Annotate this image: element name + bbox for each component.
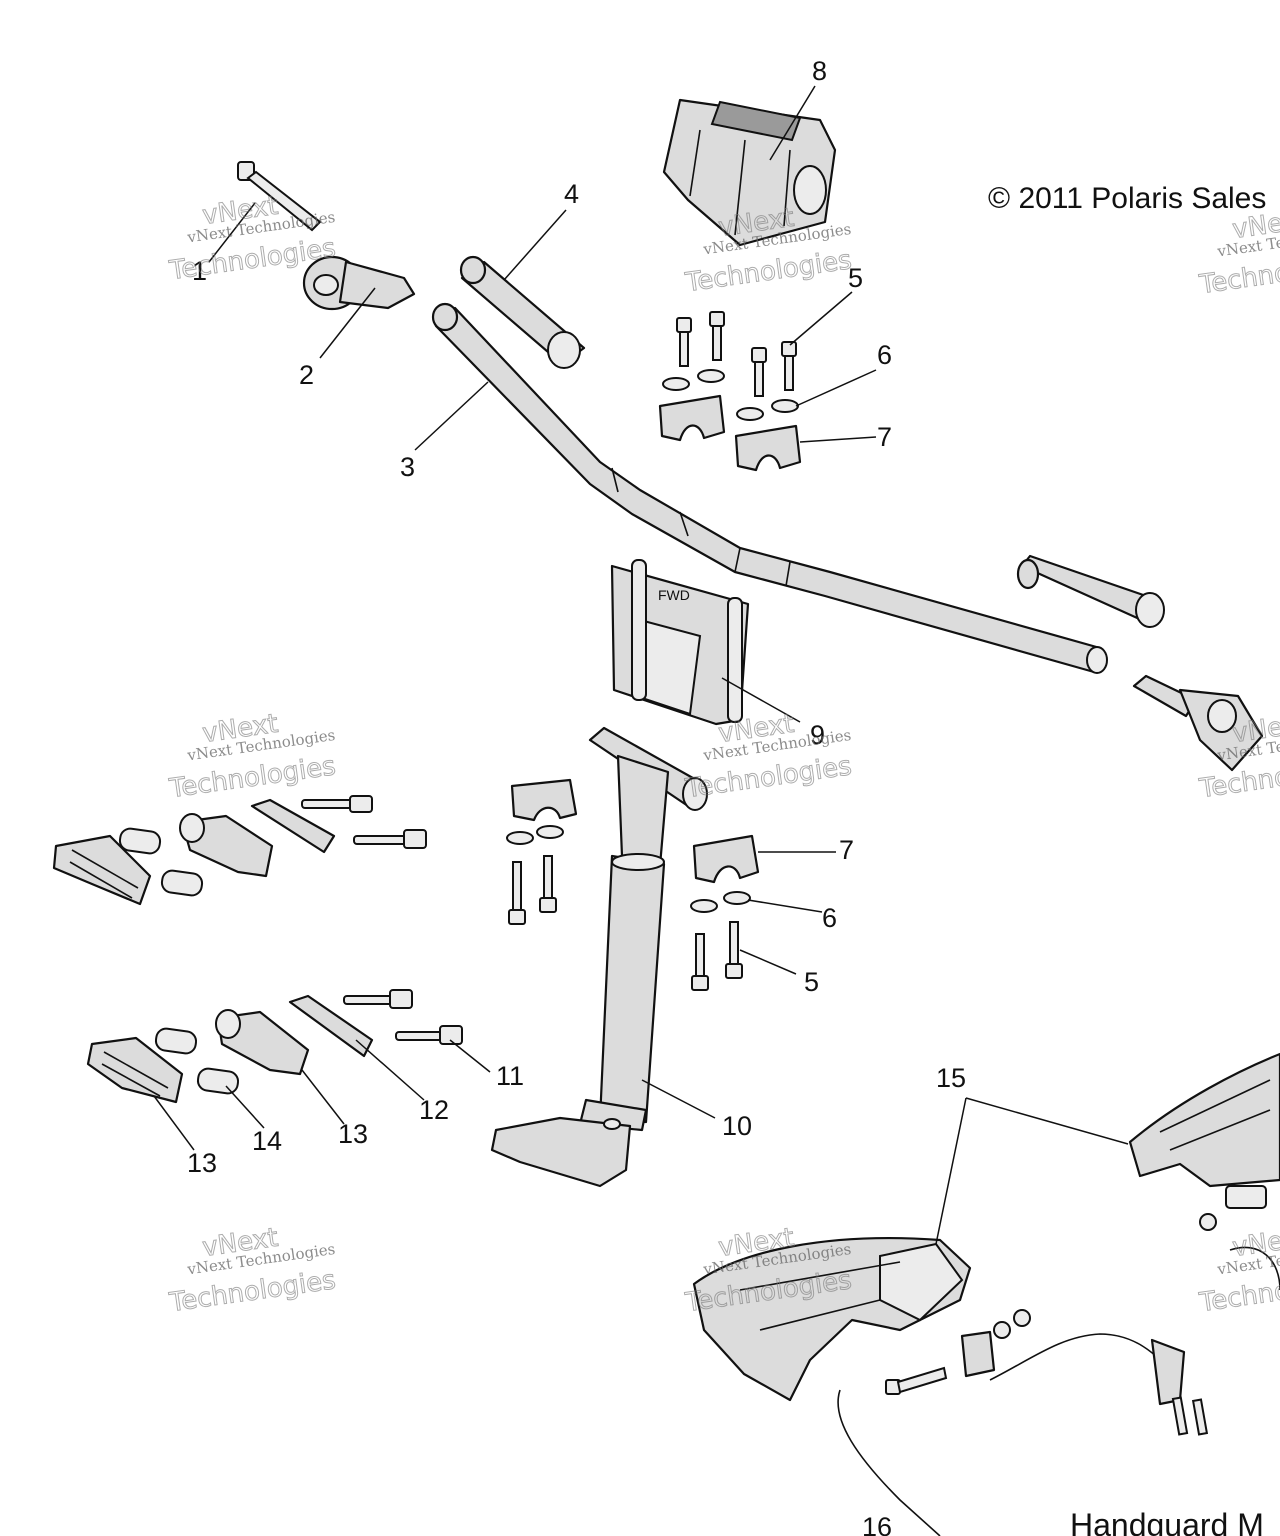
- callout-6-lower: 6: [822, 903, 837, 933]
- callout-6-upper: 6: [877, 340, 892, 370]
- callout-7-lower: 7: [839, 835, 854, 865]
- watermark-9: vNext vNext Technologies Technologies: [1196, 1222, 1280, 1319]
- callout-8: 8: [812, 56, 827, 86]
- part-bar-end-2: [302, 255, 416, 311]
- callout-12: 12: [419, 1095, 449, 1125]
- callout-14: 14: [252, 1126, 282, 1156]
- callout-15: 15: [936, 1063, 966, 1093]
- callout-9: 9: [810, 720, 825, 750]
- upper-left-mount: [52, 795, 427, 906]
- callout-13-right: 13: [338, 1119, 368, 1149]
- part-bar-end-right: [1132, 674, 1264, 772]
- part-bar-pad-8: [662, 98, 837, 247]
- part-bolt-1: [237, 161, 322, 232]
- callout-16: 16: [862, 1512, 892, 1536]
- footer-title: Handguard M: [1070, 1507, 1264, 1536]
- callout-5-upper: 5: [848, 263, 863, 293]
- callout-1: 1: [192, 256, 207, 286]
- watermark-7: vNext vNext Technologies Technologies: [166, 1222, 338, 1319]
- watermark-4: vNext vNext Technologies Technologies: [166, 708, 338, 805]
- callout-2: 2: [299, 360, 314, 390]
- callout-5-lower: 5: [804, 967, 819, 997]
- callout-11: 11: [496, 1061, 524, 1091]
- lower-clamp-set: [506, 778, 760, 991]
- callout-10: 10: [722, 1111, 752, 1141]
- part-handguard-left-15: [692, 1237, 972, 1402]
- callout-3: 3: [400, 452, 415, 482]
- upper-clamp-set: [658, 311, 802, 472]
- leader-lines: [153, 85, 1129, 1245]
- callouts: 1 2 3 4 5 6 7 8 9 7 6 5 11 12 10 13 14 1…: [187, 56, 966, 1536]
- copyright-text: © 2011 Polaris Sales: [988, 182, 1266, 215]
- riser-fwd-label: FWD: [658, 587, 690, 603]
- part-riser-9: FWD: [610, 559, 750, 726]
- callout-4: 4: [564, 179, 579, 209]
- part-grip-tube-right: [1016, 554, 1165, 628]
- callout-7-upper: 7: [877, 422, 892, 452]
- part-steering-post-10: [490, 726, 708, 1188]
- part-handlebar-3: [431, 302, 1108, 674]
- part-handguard-right-15: [1128, 1052, 1280, 1188]
- lower-left-mount: [86, 989, 463, 1104]
- part-grip-tube-4: [459, 255, 586, 369]
- handguard-mount-hardware: [837, 1185, 1280, 1536]
- callout-13-left: 13: [187, 1148, 217, 1178]
